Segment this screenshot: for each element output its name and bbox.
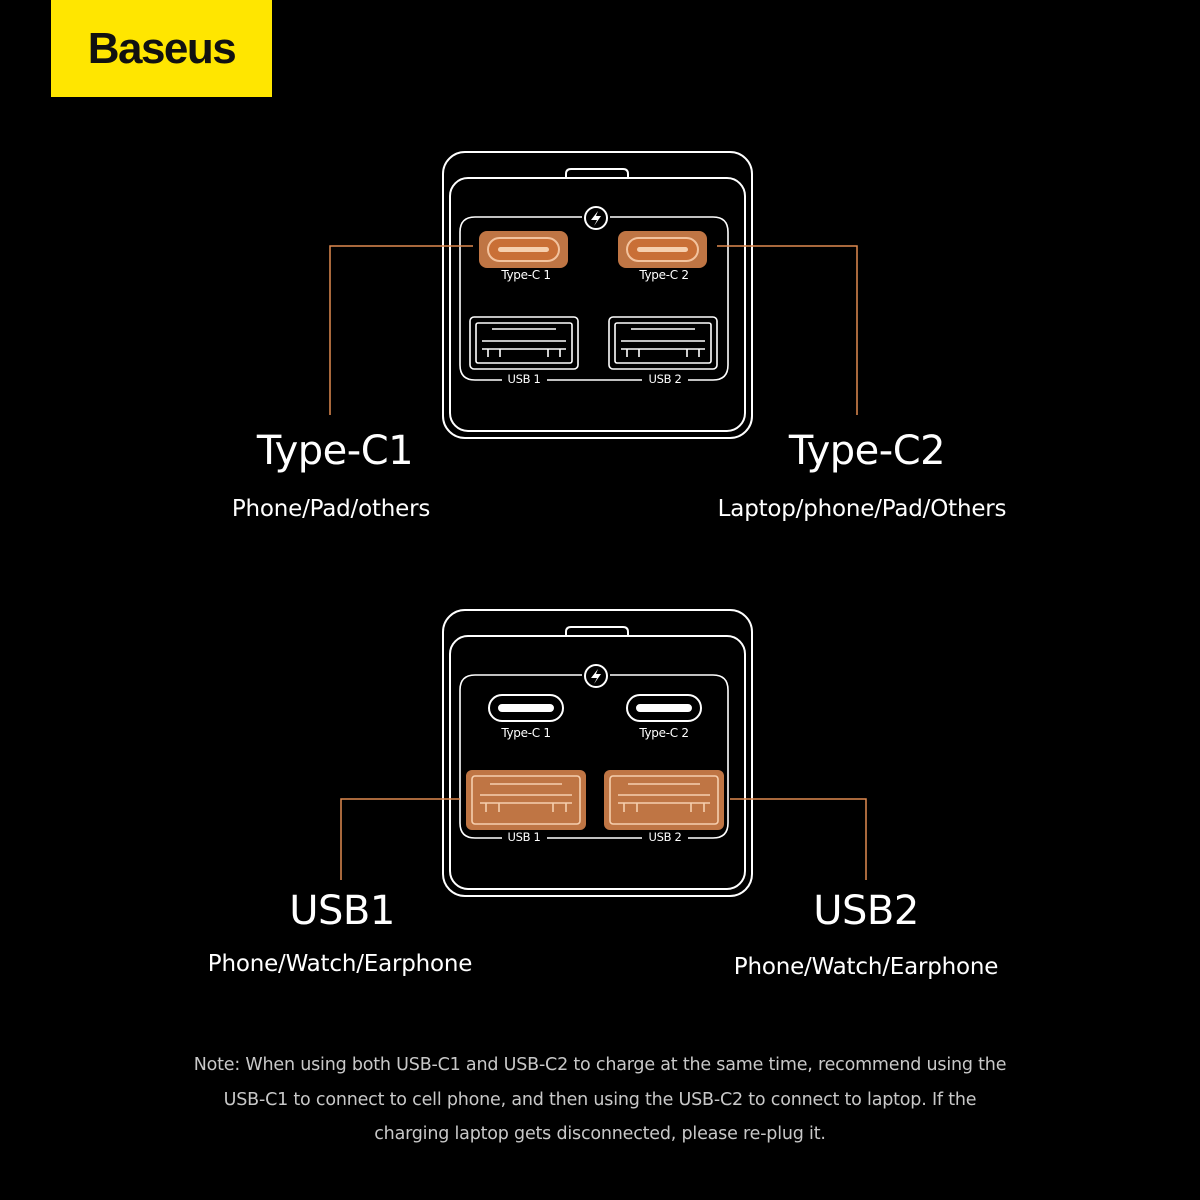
lightning-icon — [584, 206, 608, 230]
type-c1-port-label: Type-C 1 — [501, 726, 551, 740]
right-subtitle-usb2: Phone/Watch/Earphone — [733, 954, 999, 980]
right-title-usb2: USB2 — [813, 888, 919, 934]
note-line-1: Note: When using both USB-C1 and USB-C2 … — [193, 1055, 1007, 1075]
type-c2-port-label: Type-C 2 — [639, 726, 689, 740]
usage-note: Note: When using both USB-C1 and USB-C2 … — [150, 1048, 1050, 1152]
usb1-port-icon — [469, 316, 579, 370]
type-c1-port-icon — [488, 694, 564, 722]
right-title-type-c2: Type-C2 — [788, 428, 946, 474]
type-c2-port-icon — [626, 694, 702, 722]
type-c1-port-icon — [479, 231, 568, 268]
usb2-port-icon — [604, 770, 724, 830]
charger-outline-type-c — [329, 151, 858, 439]
diagram-type-c: Type-C 1 Type-C 2 USB 1 USB 2 — [0, 145, 1200, 465]
note-line-2: USB-C1 to connect to cell phone, and the… — [223, 1089, 977, 1110]
type-c2-port-icon — [618, 231, 707, 268]
left-subtitle-type-c1: Phone/Pad/others — [231, 496, 431, 522]
usb1-port-label: USB 1 — [507, 372, 541, 386]
left-title-usb1: USB1 — [289, 888, 395, 934]
usb1-port-icon — [466, 770, 586, 830]
usb1-port-label: USB 1 — [507, 830, 541, 844]
type-c1-port-label: Type-C 1 — [501, 268, 551, 282]
usb2-port-icon — [608, 316, 718, 370]
type-c2-port-label: Type-C 2 — [639, 268, 689, 282]
diagram-usb: Type-C 1 Type-C 2 USB 1 USB 2 — [0, 603, 1200, 923]
charger-outline-usb — [340, 609, 867, 897]
right-subtitle-type-c2: Laptop/phone/Pad/Others — [717, 496, 1007, 522]
lightning-icon — [584, 664, 608, 688]
left-subtitle-usb1: Phone/Watch/Earphone — [207, 951, 473, 977]
baseus-logo: Baseus — [51, 0, 272, 97]
note-line-3: charging laptop gets disconnected, pleas… — [374, 1124, 826, 1144]
left-title-type-c1: Type-C1 — [256, 428, 414, 474]
usb2-port-label: USB 2 — [648, 830, 682, 844]
usb2-port-label: USB 2 — [648, 372, 682, 386]
